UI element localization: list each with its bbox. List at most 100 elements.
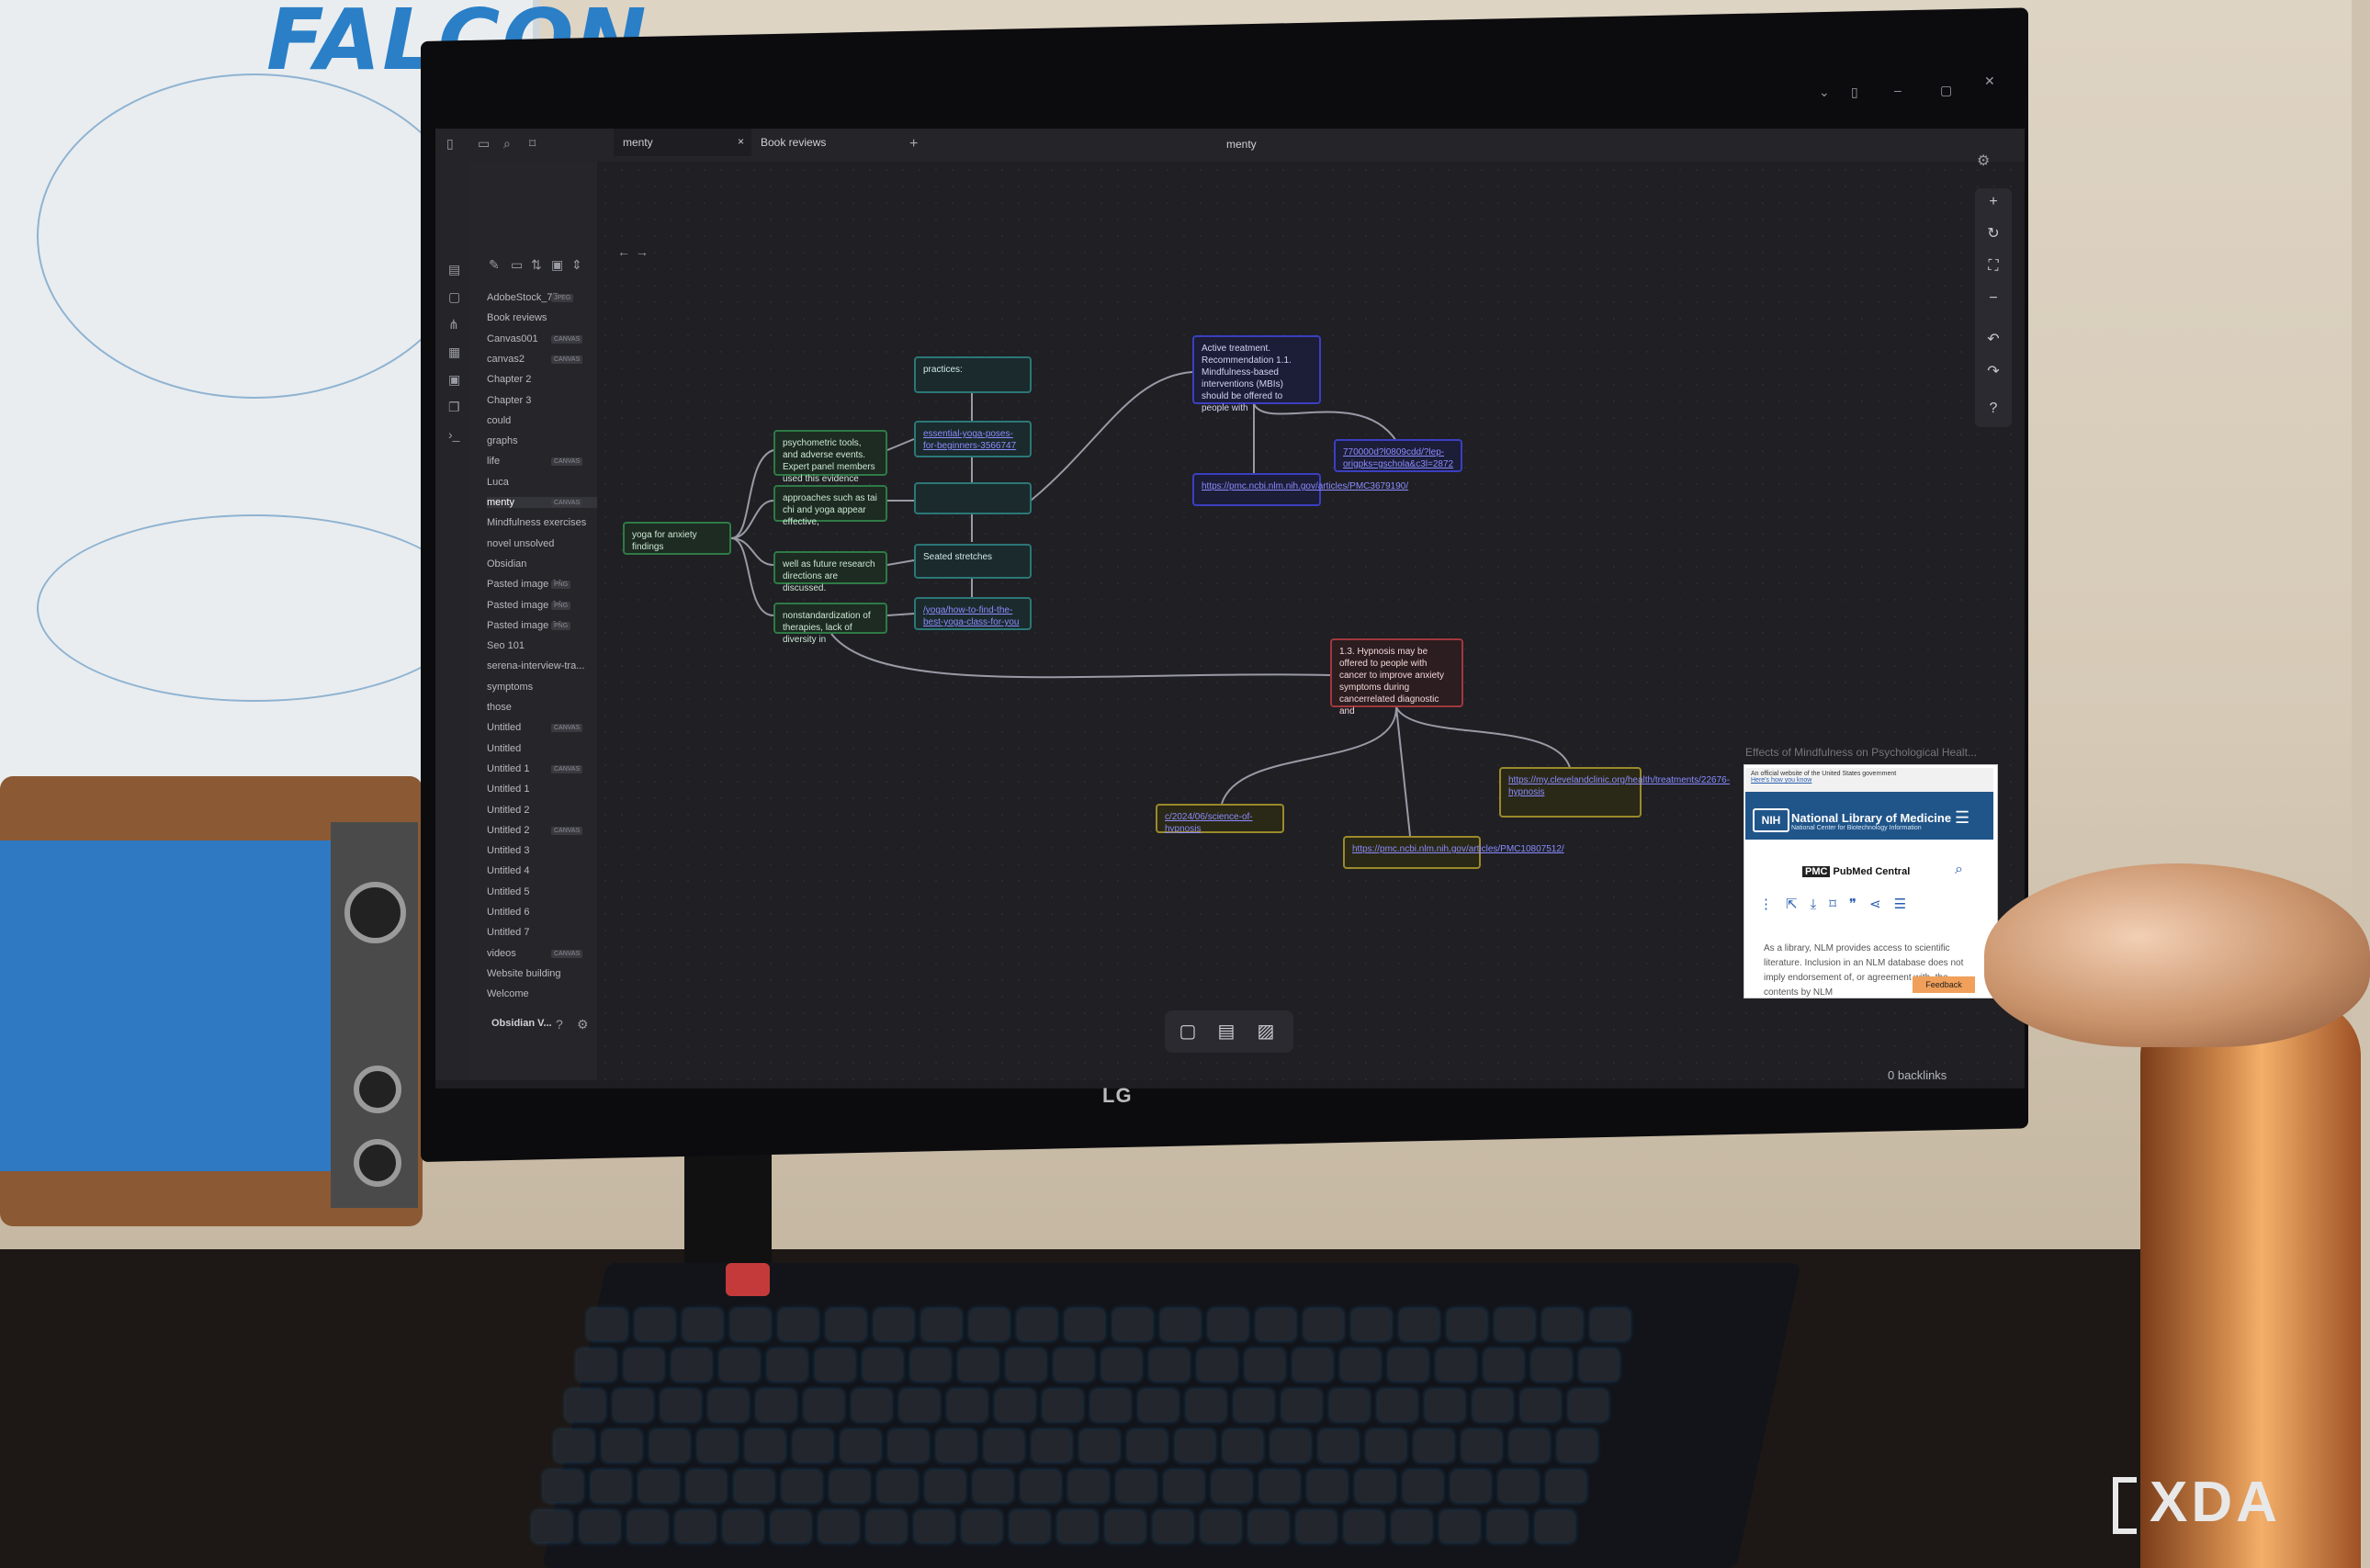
file-item[interactable]: Untitled 1 <box>487 762 530 774</box>
canvas-node[interactable]: nonstandardization of therapies, lack of… <box>773 603 887 645</box>
expand-icon[interactable]: ⇕ <box>571 257 582 272</box>
terminal-icon[interactable]: ›_ <box>448 427 460 442</box>
canvas-node-empty[interactable] <box>914 482 1032 514</box>
file-item[interactable]: Untitled 4 <box>487 865 530 877</box>
file-item[interactable]: Obsidian <box>487 558 527 570</box>
file-item[interactable]: Seo 101 <box>487 640 525 652</box>
file-item[interactable]: Untitled 2 <box>487 824 530 836</box>
minimize-icon[interactable]: – <box>1894 83 1902 97</box>
canvas-icon[interactable]: ▦ <box>448 344 461 359</box>
list-icon[interactable]: ☰ <box>1893 897 1920 912</box>
feedback-button[interactable]: Feedback <box>1913 976 1975 993</box>
copy-icon[interactable]: ❐ <box>448 400 460 414</box>
new-tab-button[interactable]: + <box>909 136 919 152</box>
file-item[interactable]: Untitled 1 <box>487 784 530 795</box>
new-folder-icon[interactable]: ▭ <box>511 257 524 272</box>
file-item[interactable]: Welcome <box>487 988 529 1000</box>
node-link[interactable]: /yoga/how-to-find-the-best-yoga-class-fo… <box>923 605 1020 627</box>
back-arrow-icon[interactable]: ← <box>617 244 630 259</box>
canvas-node[interactable]: approaches such as tai chi and yoga appe… <box>773 485 887 527</box>
canvas-node[interactable]: https://pmc.ncbi.nlm.nih.gov/articles/PM… <box>1192 473 1408 506</box>
file-item[interactable]: Book reviews <box>487 312 547 324</box>
file-item[interactable]: Mindfulness exercises <box>487 517 587 529</box>
add-card-icon[interactable]: ▢ <box>1179 1021 1197 1042</box>
more-icon[interactable]: ⋮ <box>1759 897 1786 912</box>
node-link[interactable]: https://my.clevelandclinic.org/health/tr… <box>1508 775 1731 797</box>
canvas-node[interactable]: 1.3. Hypnosis may be offered to people w… <box>1330 638 1463 716</box>
folder-icon[interactable]: ▭ <box>478 136 491 151</box>
bookmark-icon[interactable]: ⌑ <box>529 136 536 151</box>
cite-icon[interactable]: ❞ <box>1848 897 1869 912</box>
backlinks-count[interactable]: 0 backlinks <box>1888 1068 1947 1082</box>
file-item[interactable]: life <box>487 456 501 468</box>
file-item[interactable]: Website building <box>487 967 561 979</box>
file-item[interactable]: Untitled <box>487 722 522 734</box>
node-link[interactable]: essential-yoga-poses-for-beginners-35667… <box>923 429 1017 451</box>
add-note-icon[interactable]: ▤ <box>1217 1021 1236 1042</box>
undo-icon[interactable]: ↶ <box>1987 332 2000 347</box>
canvas-node[interactable]: /yoga/how-to-find-the-best-yoga-class-fo… <box>914 597 1032 630</box>
canvas-node[interactable]: practices: <box>914 356 1032 393</box>
file-item[interactable]: Untitled 2 <box>487 804 530 816</box>
settings-icon[interactable]: ⚙ <box>1977 153 1991 169</box>
file-item[interactable]: those <box>487 702 512 713</box>
add-media-icon[interactable]: ▨ <box>1257 1021 1275 1042</box>
redo-icon[interactable]: ↷ <box>1987 364 2000 379</box>
open-icon[interactable]: ⇱ <box>1786 897 1811 912</box>
gov-banner-link[interactable]: Here's how you know <box>1751 777 1812 784</box>
canvas-node[interactable]: well as future research directions are d… <box>773 551 887 593</box>
file-item[interactable]: Pasted image 20... <box>487 599 571 611</box>
canvas-node[interactable]: https://my.clevelandclinic.org/health/tr… <box>1499 767 1730 818</box>
page-icon[interactable]: ▢ <box>448 289 461 304</box>
new-note-icon[interactable]: ✎ <box>489 257 500 272</box>
close-icon[interactable]: × <box>737 135 744 148</box>
node-link[interactable]: 770000d?l0809cdd/?lep-origpks=gschola&c3… <box>1343 447 1454 469</box>
file-item[interactable]: graphs <box>487 435 518 447</box>
sort-icon[interactable]: ⇅ <box>531 257 542 272</box>
zoom-out-icon[interactable]: − <box>1989 290 1998 306</box>
canvas-node[interactable]: yoga for anxiety findings <box>623 522 731 555</box>
collapse-icon[interactable]: ▣ <box>551 257 564 272</box>
files-icon[interactable]: ▤ <box>448 262 461 276</box>
file-item[interactable]: Canvas001 <box>487 333 538 344</box>
node-link[interactable]: c/2024/06/science-of-hypnosis <box>1165 812 1253 834</box>
file-item[interactable]: Untitled 3 <box>487 845 530 857</box>
node-link[interactable]: https://pmc.ncbi.nlm.nih.gov/articles/PM… <box>1352 844 1564 854</box>
menu-icon[interactable]: ☰ <box>1955 808 1970 827</box>
canvas-node[interactable]: psychometric tools, and adverse events. … <box>773 430 887 484</box>
graph-icon[interactable]: ⋔ <box>448 317 459 332</box>
file-item[interactable]: Untitled <box>487 742 522 754</box>
sidebar-toggle-icon[interactable]: ▯ <box>446 136 454 151</box>
file-item[interactable]: Untitled 7 <box>487 927 530 939</box>
calendar-icon[interactable]: ▣ <box>448 372 461 387</box>
canvas-node[interactable]: Seated stretches <box>914 544 1032 579</box>
canvas-node[interactable]: 770000d?l0809cdd/?lep-origpks=gschola&c3… <box>1334 439 1462 472</box>
canvas-node[interactable]: https://pmc.ncbi.nlm.nih.gov/articles/PM… <box>1343 836 1564 869</box>
node-link[interactable]: https://pmc.ncbi.nlm.nih.gov/articles/PM… <box>1202 481 1409 491</box>
help-icon[interactable]: ? <box>556 1017 563 1032</box>
forward-arrow-icon[interactable]: → <box>636 244 649 259</box>
canvas-node[interactable]: Active treatment. Recommendation 1.1. Mi… <box>1192 335 1321 413</box>
share-icon[interactable]: ⋖ <box>1869 897 1894 912</box>
file-item[interactable]: Untitled 5 <box>487 886 530 897</box>
maximize-icon[interactable]: ▢ <box>1940 83 1953 97</box>
file-item[interactable]: Pasted image 20... <box>487 619 571 631</box>
file-item[interactable]: Chapter 3 <box>487 394 532 406</box>
file-item[interactable]: symptoms <box>487 681 534 693</box>
file-item[interactable]: Untitled 6 <box>487 907 530 918</box>
search-icon[interactable]: ⌕ <box>503 136 511 151</box>
help-icon[interactable]: ? <box>1989 400 1998 416</box>
layout-icon[interactable]: ▯ <box>1851 85 1858 99</box>
chevron-down-icon[interactable]: ⌄ <box>1819 85 1830 99</box>
search-icon[interactable]: ⌕ <box>1955 862 1963 877</box>
canvas-node[interactable]: c/2024/06/science-of-hypnosis <box>1156 804 1284 834</box>
settings-icon[interactable]: ⚙ <box>577 1017 589 1032</box>
bookmark-icon[interactable]: ⌑ <box>1829 897 1849 912</box>
file-item[interactable]: Luca <box>487 476 509 488</box>
file-item[interactable]: Pasted image 20... <box>487 579 571 591</box>
file-item[interactable]: AdobeStock_77... <box>487 292 567 303</box>
vault-name[interactable]: Obsidian V... <box>491 1018 552 1029</box>
zoom-in-icon[interactable]: + <box>1989 194 1998 209</box>
file-item[interactable]: novel unsolved <box>487 537 555 549</box>
close-window-icon[interactable]: ✕ <box>1984 73 1995 88</box>
